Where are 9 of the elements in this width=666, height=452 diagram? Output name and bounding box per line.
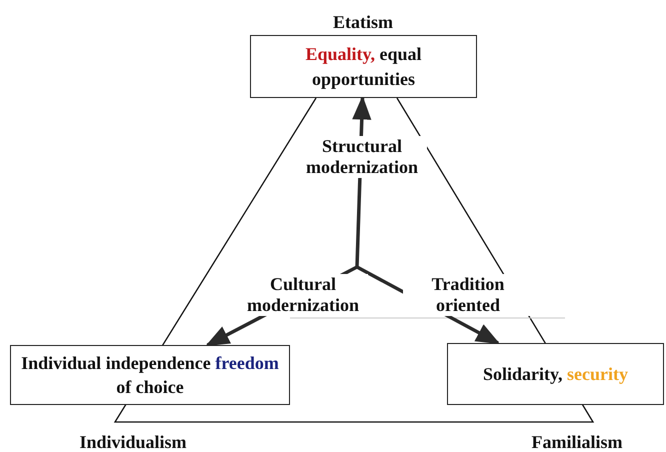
- text-box: [250, 35, 477, 98]
- box-text: Solidarity, security: [483, 362, 628, 386]
- box-text: Individual independence freedom of choice: [20, 352, 280, 399]
- box-text: Equality, equal opportunities: [304, 43, 423, 91]
- corner-label: Familialism: [532, 432, 622, 452]
- text-box: [10, 345, 290, 405]
- corner-label: Individualism: [79, 432, 187, 452]
- text-box: [447, 343, 664, 405]
- corner-label: Etatism: [333, 12, 393, 32]
